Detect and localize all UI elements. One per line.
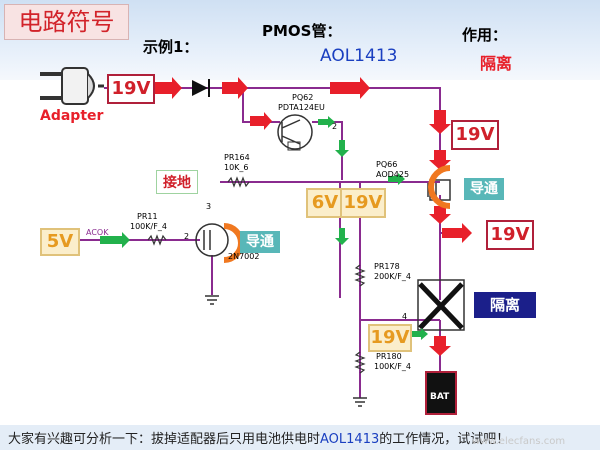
pr11-label: PR11 <box>137 212 158 221</box>
page-title: 电路符号 <box>4 4 129 40</box>
resistor-pr11 <box>147 234 167 246</box>
diode-icon <box>192 79 210 97</box>
pin-2b-label: 2 <box>332 122 338 131</box>
pq62-label: PQ62 <box>292 93 314 102</box>
pin-2-label: 2 <box>184 232 190 241</box>
footer-text-post: 的工作情况，试试吧！ <box>379 432 510 447</box>
usage-label: 作用： <box>462 26 508 44</box>
pr178-label: PR178 <box>374 262 400 271</box>
voltage-6v: 6V <box>306 188 344 218</box>
voltage-19v-mid-right: 19V <box>486 220 534 250</box>
red-flow-arrows <box>150 77 472 356</box>
footer-text-pre: 大家有兴趣可分析一下：拔掉适配器后只用电池供电时 <box>8 432 321 447</box>
part-number: AOL1413 <box>320 46 398 66</box>
voltage-5v: 5V <box>40 228 80 256</box>
pr180-label: PR180 <box>376 352 402 361</box>
pmos-label: PMOS管： <box>262 22 342 40</box>
ground-label: 接地 <box>156 170 198 194</box>
pr180-value: 100K/F_4 <box>374 362 411 371</box>
pq66-label: PQ66 <box>376 160 398 169</box>
resistor-pr178 <box>354 264 366 287</box>
example-label: 示例1： <box>143 38 199 56</box>
ground-icons <box>205 295 367 407</box>
watermark: www.elecfans.com <box>472 436 566 447</box>
footer-part: AOL1413 <box>320 432 380 447</box>
green-flow-arrows <box>100 116 428 340</box>
pr178-value: 200K/F_4 <box>374 272 411 281</box>
voltage-19v-top-right: 19V <box>451 120 499 150</box>
aol1413-crossed-icon <box>417 279 465 331</box>
adapter-label: Adapter <box>40 108 104 124</box>
pq66-model: AOD425 <box>376 170 410 179</box>
pin-4-label: 4 <box>402 312 408 321</box>
resistor-pr164 <box>227 176 250 188</box>
footer-note: 大家有兴趣可分析一下：拔掉适配器后只用电池供电时AOL1413的工作情况，试试吧… <box>8 428 509 447</box>
conduct-label-pq66: 导通 <box>464 178 504 200</box>
voltage-19v-input: 19V <box>107 74 155 104</box>
pr164-label: PR164 <box>224 153 250 162</box>
resistor-pr180 <box>354 351 366 374</box>
battery-label: BAT <box>430 392 450 402</box>
purpose-label: 隔离 <box>480 54 513 73</box>
voltage-19v-bottom: 19V <box>368 324 412 352</box>
isolate-label: 隔离 <box>474 292 536 318</box>
conduct-label-left: 导通 <box>240 231 280 253</box>
voltage-19v-mid: 19V <box>340 188 386 218</box>
mosfet-2n7002-icon <box>195 223 229 257</box>
mosfet-model: 2N7002 <box>228 252 260 261</box>
adapter-plug-icon <box>40 67 104 105</box>
footer-background <box>0 425 600 450</box>
battery-icon <box>425 371 457 415</box>
pq62-transistor-icon <box>277 114 313 151</box>
pin-3-label: 3 <box>206 202 212 211</box>
pr164-value: 10K_6 <box>224 163 249 172</box>
acok-label: ACOK <box>86 228 109 237</box>
pq62-model: PDTA124EU <box>278 103 325 112</box>
resistors <box>147 176 366 374</box>
pr11-value: 100K/F_4 <box>130 222 167 231</box>
